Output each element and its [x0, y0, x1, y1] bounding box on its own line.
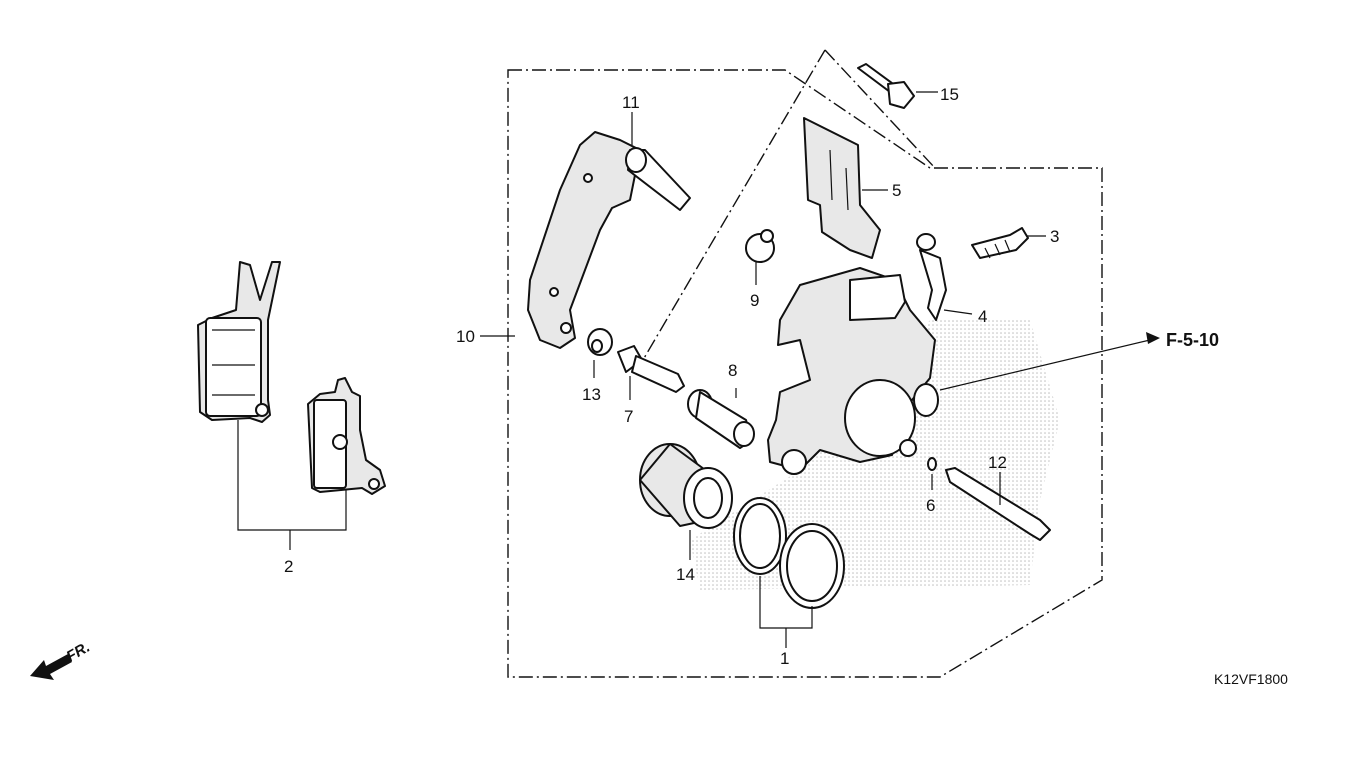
- assembly-outline-diagonal: [639, 49, 826, 366]
- front-direction-indicator: FR.: [30, 639, 93, 680]
- drawing-code: K12VF1800: [1214, 671, 1288, 687]
- piston: [639, 443, 733, 529]
- part-label-1: 1: [780, 649, 789, 668]
- flange-bolt: [857, 63, 915, 109]
- part-label-8: 8: [728, 361, 737, 380]
- front-arrow-icon: [30, 654, 72, 680]
- brake-pad-set: [197, 261, 386, 550]
- sleeve: [687, 389, 755, 449]
- boot-seal: [587, 328, 613, 356]
- caliper-pin: [945, 467, 1051, 541]
- part-label-10: 10: [456, 327, 475, 346]
- pin-bolt: [617, 345, 685, 393]
- bleeder-cap: [916, 233, 947, 321]
- part-number-labels: 1 2 3 4 5 6 7 8 9 10 11 12 13 14 15: [284, 85, 1059, 668]
- part-label-9: 9: [750, 291, 759, 310]
- part-label-5: 5: [892, 181, 901, 200]
- leader-lines: [480, 91, 1151, 648]
- part-label-15: 15: [940, 85, 959, 104]
- pad-spring: [803, 117, 881, 259]
- plug: [745, 229, 775, 263]
- part-label-2: 2: [284, 557, 293, 576]
- part-label-4: 4: [978, 307, 987, 326]
- piston-seal-set: [733, 497, 845, 609]
- part-label-12: 12: [988, 453, 1007, 472]
- reference-arrowhead: [1146, 332, 1160, 344]
- caliper-body: [767, 267, 939, 475]
- part-label-3: 3: [1050, 227, 1059, 246]
- part-label-13: 13: [582, 385, 601, 404]
- caliper-bracket: [527, 131, 691, 349]
- o-ring: [927, 457, 937, 471]
- part-label-14: 14: [676, 565, 695, 584]
- part-label-11: 11: [622, 93, 640, 112]
- bleeder-screw: [971, 227, 1029, 259]
- reference-label: F-5-10: [1166, 330, 1219, 350]
- part-label-7: 7: [624, 407, 633, 426]
- assembly-outline-inner: [824, 49, 936, 169]
- part-label-6: 6: [926, 496, 935, 515]
- assembly-outline: [507, 69, 1103, 678]
